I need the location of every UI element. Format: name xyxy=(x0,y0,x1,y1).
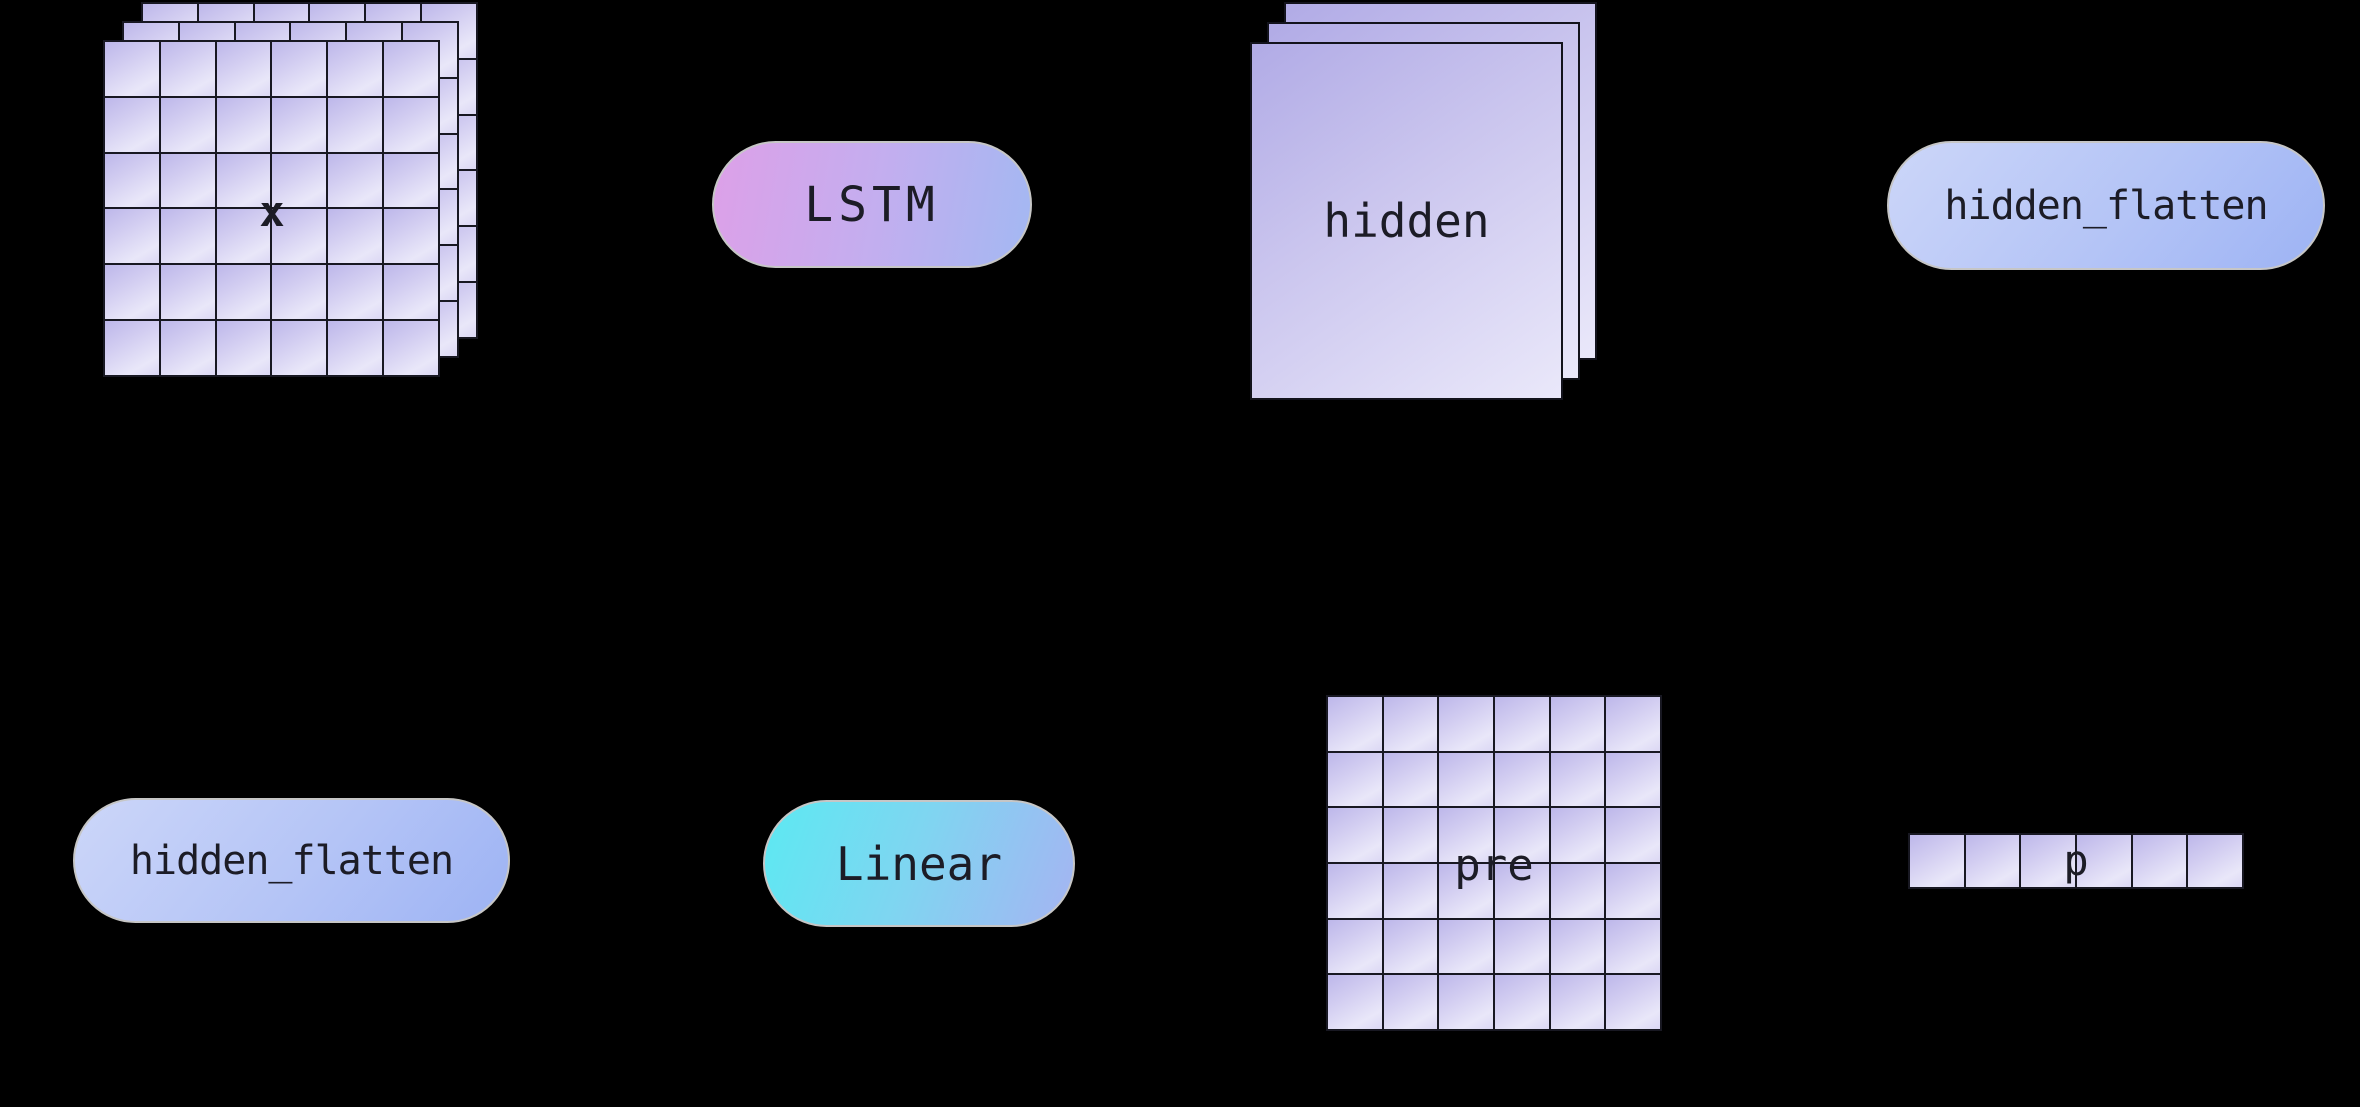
linear-node: Linear xyxy=(763,800,1075,927)
grid-cell xyxy=(1382,696,1439,752)
grid-cell xyxy=(104,320,160,376)
grid-cell xyxy=(159,208,216,265)
grid-cell xyxy=(1438,918,1494,975)
grid-cell xyxy=(1494,751,1550,808)
grid-cell xyxy=(327,264,384,321)
hidden-flatten-node-top: hidden_flatten xyxy=(1887,141,2325,270)
grid-cell xyxy=(104,208,160,265)
grid-cell xyxy=(1327,696,1383,752)
grid-cell xyxy=(215,320,272,376)
lstm-node: LSTM xyxy=(712,141,1032,268)
hidden-label: hidden xyxy=(1323,194,1490,248)
x-tensor-label: x xyxy=(259,187,285,236)
linear-label: Linear xyxy=(835,836,1003,891)
grid-cell xyxy=(1327,751,1383,808)
grid-cell xyxy=(1438,974,1494,1030)
hidden-layer-front: hidden xyxy=(1250,42,1563,400)
grid-cell xyxy=(2076,834,2132,888)
grid-cell xyxy=(383,96,439,153)
grid-cell xyxy=(383,208,439,265)
grid-cell xyxy=(104,152,160,209)
grid-cell xyxy=(1494,974,1550,1030)
grid-cell xyxy=(271,152,328,209)
grid-cell xyxy=(383,41,439,97)
grid-cell xyxy=(1549,751,1606,808)
grid-cell xyxy=(271,320,328,376)
grid-cell xyxy=(159,96,216,153)
p-label: p xyxy=(2063,836,2089,885)
grid-cell xyxy=(1605,974,1661,1030)
grid-cell xyxy=(1549,918,1606,975)
grid-cell xyxy=(1327,863,1383,919)
grid-cell xyxy=(159,320,216,376)
pre-grid xyxy=(1326,695,1662,1031)
grid-cell xyxy=(271,208,328,265)
grid-cell xyxy=(1327,807,1383,863)
grid-cell xyxy=(1327,974,1383,1030)
grid-cell xyxy=(1605,807,1661,863)
grid-cell xyxy=(1327,918,1383,975)
grid-cell xyxy=(327,320,384,376)
grid-cell xyxy=(1382,974,1439,1030)
grid-cell xyxy=(327,41,384,97)
grid-cell xyxy=(215,41,272,97)
grid-cell xyxy=(1438,696,1494,752)
grid-cell xyxy=(1549,974,1606,1030)
grid-cell xyxy=(1438,807,1494,863)
grid-cell xyxy=(1605,918,1661,975)
grid-cell xyxy=(1494,807,1550,863)
grid-cell xyxy=(159,41,216,97)
grid-cell xyxy=(104,264,160,321)
grid-cell xyxy=(1438,863,1494,919)
grid-cell xyxy=(271,264,328,321)
grid-cell xyxy=(1382,807,1439,863)
grid-cell xyxy=(2187,834,2243,888)
grid-cell xyxy=(1549,696,1606,752)
grid-cell xyxy=(327,152,384,209)
hidden-flatten-label-top: hidden_flatten xyxy=(1944,182,2268,229)
grid-cell xyxy=(215,152,272,209)
grid-cell xyxy=(271,96,328,153)
grid-cell xyxy=(1382,751,1439,808)
grid-cell xyxy=(1438,751,1494,808)
lstm-label: LSTM xyxy=(804,176,940,233)
grid-cell xyxy=(215,264,272,321)
grid-cell xyxy=(1382,863,1439,919)
grid-cell xyxy=(159,264,216,321)
grid-cell xyxy=(1494,863,1550,919)
grid-cell xyxy=(159,152,216,209)
grid-cell xyxy=(1494,918,1550,975)
grid-cell xyxy=(215,96,272,153)
grid-cell xyxy=(2131,834,2188,888)
grid-cell xyxy=(1382,918,1439,975)
grid-cell xyxy=(1549,807,1606,863)
p-row xyxy=(1908,833,2244,889)
grid-cell xyxy=(1605,696,1661,752)
grid-cell xyxy=(1549,863,1606,919)
grid-cell xyxy=(2020,834,2076,888)
grid-cell xyxy=(383,320,439,376)
x-tensor-layer-front xyxy=(103,40,440,377)
pre-label: pre xyxy=(1454,840,1534,891)
grid-cell xyxy=(104,41,160,97)
grid-cell xyxy=(1494,696,1550,752)
grid-cell xyxy=(1605,863,1661,919)
grid-cell xyxy=(383,152,439,209)
hidden-flatten-node-bottom: hidden_flatten xyxy=(73,798,510,923)
grid-cell xyxy=(1964,834,2021,888)
grid-cell xyxy=(383,264,439,321)
grid-cell xyxy=(1605,751,1661,808)
grid-cell xyxy=(104,96,160,153)
grid-cell xyxy=(327,96,384,153)
grid-cell xyxy=(327,208,384,265)
grid-cell xyxy=(215,208,272,265)
grid-cell xyxy=(1909,834,1965,888)
grid-cell xyxy=(271,41,328,97)
hidden-flatten-label-bottom: hidden_flatten xyxy=(129,837,454,884)
